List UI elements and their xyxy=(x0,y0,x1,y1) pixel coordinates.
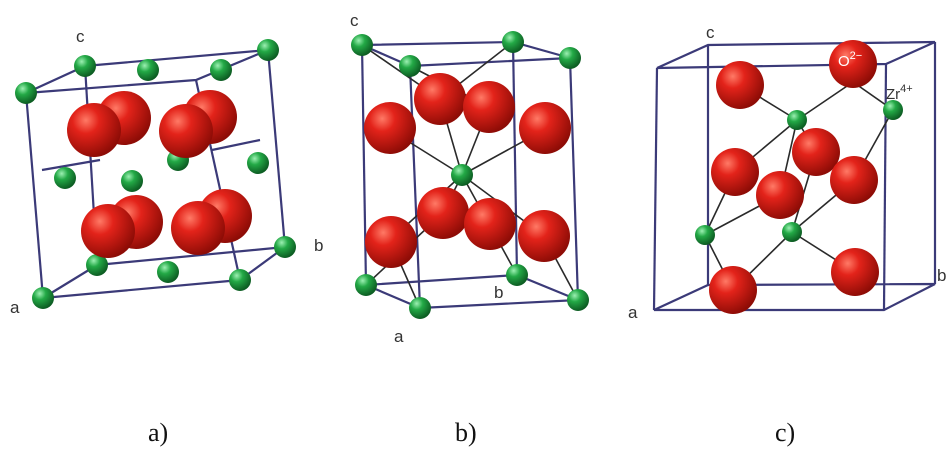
panel-c-o-ions xyxy=(709,40,879,314)
zr-ion xyxy=(157,261,179,283)
zr-ion xyxy=(883,100,903,120)
o-ion xyxy=(159,104,213,158)
panel-b-axis-a-label: a xyxy=(394,327,404,346)
zr-ion xyxy=(137,59,159,81)
o-ion xyxy=(67,103,121,157)
panel-b-o-ions xyxy=(364,73,571,268)
zr-ion xyxy=(15,82,37,104)
o-ion xyxy=(716,61,764,109)
panel-a-axis-b-label: b xyxy=(314,236,323,255)
o-ion xyxy=(414,73,466,125)
panel-b-structure: c b a xyxy=(350,11,589,346)
zr-ion xyxy=(32,287,54,309)
zr-ion xyxy=(559,47,581,69)
panel-c-structure: O2− Zr4+ c b a xyxy=(628,23,946,322)
o-ion xyxy=(81,204,135,258)
o-ion xyxy=(463,81,515,133)
o-ion xyxy=(709,266,757,314)
o-ion xyxy=(365,216,417,268)
o-ion xyxy=(518,210,570,262)
panel-a-caption: a) xyxy=(148,418,169,447)
o-ion xyxy=(364,102,416,154)
o-ion xyxy=(756,171,804,219)
panel-a-zr-ions xyxy=(15,39,296,309)
zr-ion xyxy=(355,274,377,296)
zr-ion xyxy=(351,34,373,56)
oxygen-charge: 2− xyxy=(850,50,863,62)
zirconium-charge: 4+ xyxy=(900,83,913,95)
panel-c-axis-b-label: b xyxy=(937,266,946,285)
panel-c-axis-c-label: c xyxy=(706,23,715,42)
zr-ion xyxy=(409,297,431,319)
o-ion xyxy=(519,102,571,154)
panel-c-unit-cell xyxy=(652,40,937,312)
panel-c-axis-a-label: a xyxy=(628,303,638,322)
panel-b-caption: b) xyxy=(455,418,477,447)
panel-b-axis-c-label: c xyxy=(350,11,359,30)
panel-c-caption: c) xyxy=(775,418,796,447)
panel-b-zr-ions xyxy=(351,31,589,319)
panel-b-axis-b-label: b xyxy=(494,283,503,302)
zr-ion xyxy=(121,170,143,192)
o-ion xyxy=(831,248,879,296)
zr-ion xyxy=(210,59,232,81)
zr-ion xyxy=(86,254,108,276)
zr-ion xyxy=(695,225,715,245)
oxygen-ion-label: O2− xyxy=(838,50,862,70)
o-ion xyxy=(830,156,878,204)
o-ion xyxy=(792,128,840,176)
zr-ion xyxy=(399,55,421,77)
zr-ion xyxy=(257,39,279,61)
o-ion xyxy=(711,148,759,196)
zr-ion xyxy=(54,167,76,189)
o-ion xyxy=(464,198,516,250)
zr-ion xyxy=(567,289,589,311)
panel-a-axis-a-label: a xyxy=(10,298,20,317)
zr-ion xyxy=(274,236,296,258)
zr-ion xyxy=(787,110,807,130)
panel-a-structure: c b a xyxy=(10,27,323,317)
o-ion xyxy=(417,187,469,239)
zr-ion xyxy=(506,264,528,286)
panel-a-axis-c-label: c xyxy=(76,27,85,46)
zr-ion xyxy=(74,55,96,77)
zirconium-symbol: Zr xyxy=(886,86,900,103)
zr-ion xyxy=(451,164,473,186)
panel-a-o-ions xyxy=(67,90,252,258)
o-ion xyxy=(829,40,877,88)
panel-c-zr-ions xyxy=(695,100,903,245)
zirconium-ion-label: Zr4+ xyxy=(886,83,913,103)
zr-ion xyxy=(229,269,251,291)
oxygen-symbol: O xyxy=(838,53,850,70)
zr-ion xyxy=(782,222,802,242)
zr-ion xyxy=(247,152,269,174)
zr-ion xyxy=(502,31,524,53)
o-ion xyxy=(171,201,225,255)
